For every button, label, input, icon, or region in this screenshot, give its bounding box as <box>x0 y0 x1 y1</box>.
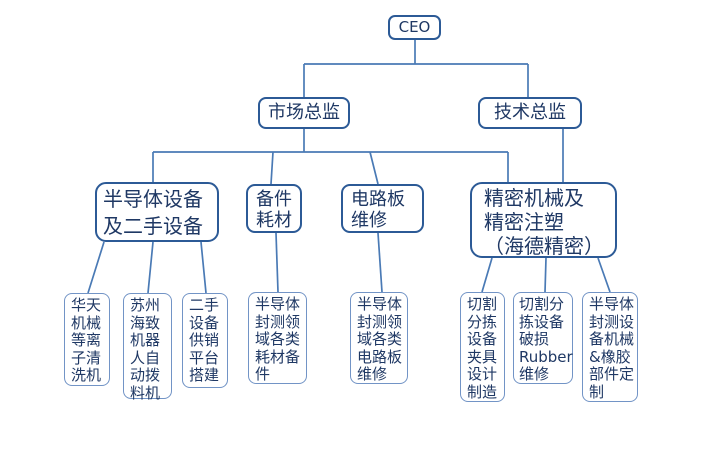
node-packaging-test-consumables: 半导体 封测领 域各类 耗材备 件 <box>248 292 307 384</box>
node-packaging-test-pcb-repair: 半导体 封测领 域各类 电路板 维修 <box>350 292 408 384</box>
connector-precision-to-leaves <box>481 257 611 293</box>
connector-marketing-to-departments <box>152 129 509 185</box>
node-technical-director: 技术总监 <box>478 97 582 129</box>
node-pcb-repair: 电路板 维修 <box>341 184 424 233</box>
connector-ceo-to-directors <box>303 40 529 97</box>
node-suzhou-haizhi-robot-feeder: 苏州 海致 机器 人自 动拨 料机 <box>123 293 172 401</box>
connector-semiconductor-to-leaves <box>87 241 207 294</box>
node-semiconductor-and-used-equipment: 半导体设备 及二手设备 <box>95 182 219 242</box>
node-spare-parts-consumables: 备件 耗材 <box>246 184 302 233</box>
node-huatian-plasma-cleaner: 华天 机械 等离 子清 洗机 <box>64 293 110 386</box>
node-ceo: CEO <box>388 15 441 40</box>
node-marketing-director: 市场总监 <box>258 97 350 129</box>
node-equipment-mechanical-rubber-parts: 半导体 封测设 备机械 &橡胶 部件定 制 <box>582 292 638 402</box>
node-precision-machinery-injection: 精密机械及 精密注塑 （海德精密） <box>470 182 617 258</box>
connector-pcbrepair-to-leaf <box>377 232 383 293</box>
node-used-equipment-platform: 二手 设备 供销 平台 搭建 <box>182 293 228 388</box>
node-dicing-sorting-rubber-repair: 切割分 拣设备 破损 Rubber 维修 <box>513 292 573 384</box>
node-dicing-sorting-fixture-design: 切割 分拣 设备 夹具 设计 制造 <box>460 292 505 402</box>
connector-spareparts-to-leaf <box>275 232 279 293</box>
